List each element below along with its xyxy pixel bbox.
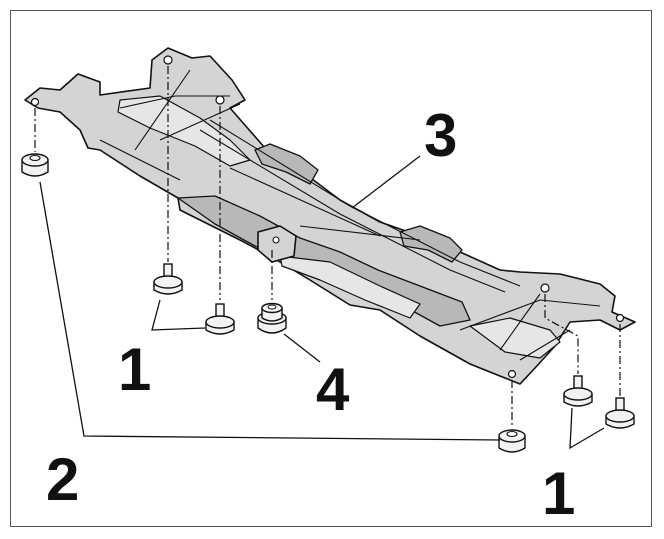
callout-1-right: 1 <box>542 460 575 527</box>
bolt-left-2 <box>205 303 235 335</box>
callout-3: 3 <box>424 102 457 169</box>
flange-nut <box>257 302 287 334</box>
leader-lines <box>39 155 605 450</box>
underbody-shield-panel <box>24 47 636 385</box>
callout-4: 4 <box>316 356 350 423</box>
fastener-axis-lines <box>34 66 621 426</box>
callout-1-left: 1 <box>118 336 151 403</box>
nut-left <box>21 153 49 177</box>
bolt-left-1 <box>153 263 183 295</box>
bolt-right-1 <box>563 375 593 407</box>
bolt-right-2 <box>605 397 635 429</box>
nut-right <box>498 429 526 453</box>
callout-2: 2 <box>46 446 79 513</box>
